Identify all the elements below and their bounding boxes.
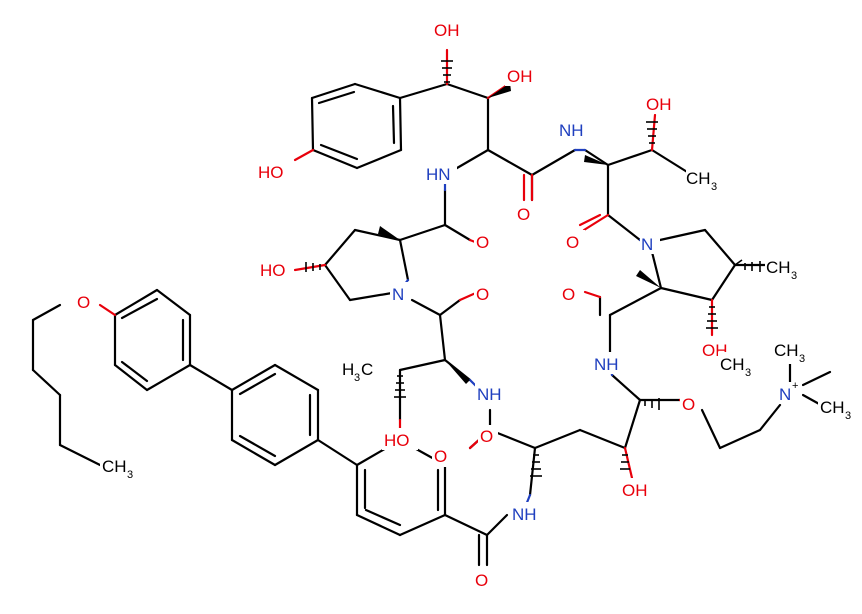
label-ch3-pentyl-sub: 3 (127, 469, 133, 481)
label-ch3-n1: CH (774, 341, 799, 360)
label-nh-right-mid: NH (594, 355, 619, 374)
atom-labels: OH OH HO HN O NH OH CH 3 O N CH 3 O OH H… (75, 18, 858, 590)
label-o-amide-pro-right: O (562, 285, 575, 304)
label-pentyl-o: O (77, 293, 90, 312)
label-oh-top: OH (434, 21, 460, 40)
label-ch3-n2: CH (720, 355, 745, 374)
stereo-bonds (305, 60, 761, 477)
label-ch3-n3-sub: 3 (845, 410, 851, 422)
label-o-amide-pro-left-top: O (476, 233, 489, 252)
label-n-pro-left: N (392, 285, 404, 304)
label-n-plus: N (779, 385, 791, 404)
label-nh-bottom: NH (512, 505, 537, 524)
label-ch3-n1-sub: 3 (799, 353, 805, 365)
label-ch3-pro-right: CH (766, 258, 791, 277)
label-ho-center: HO (384, 431, 410, 450)
label-ch3-thr: CH (686, 169, 711, 188)
label-o-amide-right-top: O (566, 233, 579, 252)
label-o-amide-pro-left-bottom: O (476, 285, 489, 304)
label-ch3-pro-right-sub: 3 (791, 270, 797, 282)
label-ho-pro-left: HO (260, 261, 286, 280)
label-ch3-n3: CH (820, 398, 845, 417)
label-ch3-n2-sub: 3 (745, 367, 751, 379)
label-o-ether: O (682, 395, 695, 414)
label-oh-thr: OH (646, 95, 672, 114)
label-h3c-val-c: C (361, 360, 373, 379)
label-oh-bottom-center: OH (622, 481, 648, 500)
carbon-bonds (31, 82, 832, 567)
label-o-bottom: O (475, 571, 488, 590)
label-o-val: O (480, 427, 493, 446)
label-oh-top2: OH (507, 67, 533, 86)
label-plus: + (792, 380, 798, 392)
label-ho-phenol: HO (258, 163, 284, 182)
label-h3c-val-sub: 3 (354, 372, 360, 384)
label-nh-val: NH (477, 385, 502, 404)
label-ch3-pentyl: CH (102, 457, 127, 476)
label-ch3-thr-sub: 3 (711, 181, 717, 193)
label-nh-left-top: HN (426, 165, 451, 184)
label-n-pro-right: N (641, 235, 653, 254)
label-o-ring: O (434, 447, 447, 466)
label-o-amide-top: O (517, 205, 530, 224)
label-h3c-val-h: H (342, 360, 354, 379)
label-nh-top-right: NH (559, 121, 584, 140)
